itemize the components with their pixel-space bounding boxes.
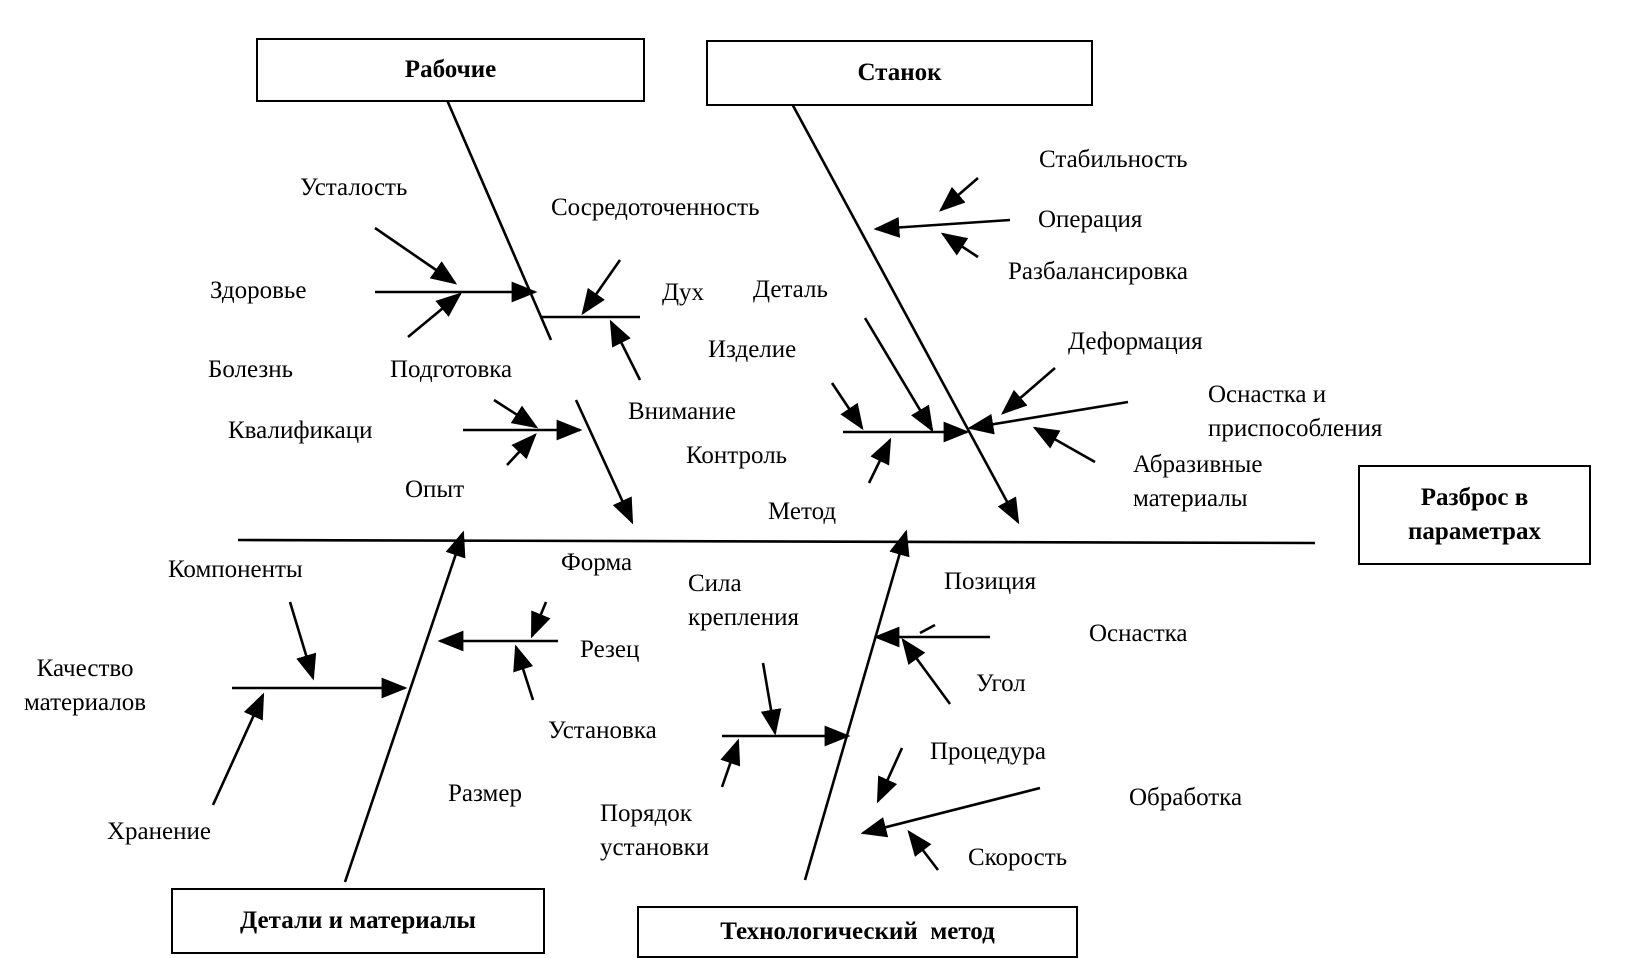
cause-install-order: Порядок установки — [600, 800, 710, 861]
category-materials-label: Детали и материалы — [240, 907, 476, 934]
cause-experience: Опыт — [405, 476, 465, 503]
cause-material-quality: Качество материалов — [24, 655, 147, 716]
category-machine-label: Станок — [857, 59, 942, 86]
cause-installation: Установка — [548, 717, 657, 744]
cause-fixture: Оснастка — [1089, 620, 1188, 647]
cause-position: Позиция — [944, 568, 1037, 595]
cause-operation: Операция — [1038, 206, 1143, 233]
category-workers: Рабочие — [256, 38, 645, 102]
cause-storage: Хранение — [107, 818, 211, 845]
cause-deformation: Деформация — [1068, 328, 1203, 355]
bone-machine — [788, 99, 1020, 525]
cause-tooling: Оснастка и приспособления — [1208, 381, 1383, 442]
cause-part: Деталь — [753, 276, 828, 303]
cause-method: Метод — [768, 498, 837, 525]
cause-clamping-force: Сила крепления — [688, 570, 799, 631]
cause-fatigue: Усталость — [300, 174, 408, 201]
cause-components: Компоненты — [168, 556, 303, 583]
category-materials: Детали и материалы — [171, 888, 545, 954]
cause-procedure: Процедура — [930, 738, 1047, 765]
category-workers-label: Рабочие — [404, 56, 497, 83]
cause-product: Изделие — [708, 336, 797, 363]
bone-materials — [343, 530, 466, 883]
cause-cutter: Резец — [580, 636, 640, 663]
cause-angle: Угол — [976, 670, 1026, 697]
category-machine: Станок — [706, 40, 1093, 106]
bone-method — [803, 529, 910, 881]
effect-box: Разброс в параметрах — [1358, 465, 1591, 565]
cause-size: Размер — [448, 780, 522, 807]
effect-label: Разброс в параметрах — [1408, 484, 1541, 545]
cause-speed: Скорость — [968, 844, 1068, 871]
cause-attention: Внимание — [628, 398, 737, 425]
spine — [237, 538, 1316, 545]
cause-shape: Форма — [561, 549, 633, 576]
cause-spirit: Дух — [662, 279, 705, 306]
cause-processing: Обработка — [1129, 784, 1243, 811]
bone-workers — [445, 99, 553, 341]
cause-stability: Стабильность — [1039, 146, 1188, 173]
cause-imbalance: Разбалансировка — [1008, 258, 1189, 285]
category-method-label: Технологический метод — [720, 918, 995, 945]
cause-training: Подготовка — [390, 356, 513, 383]
cause-concentration: Сосредоточенность — [551, 194, 760, 221]
cause-illness: Болезнь — [208, 356, 294, 383]
cause-control: Контроль — [686, 442, 788, 469]
cause-qualification: Квалификаци — [228, 417, 373, 444]
category-method: Технологический метод — [637, 906, 1078, 958]
cause-health: Здоровье — [210, 277, 307, 304]
cause-abrasives: Абразивные материалы — [1133, 451, 1263, 512]
